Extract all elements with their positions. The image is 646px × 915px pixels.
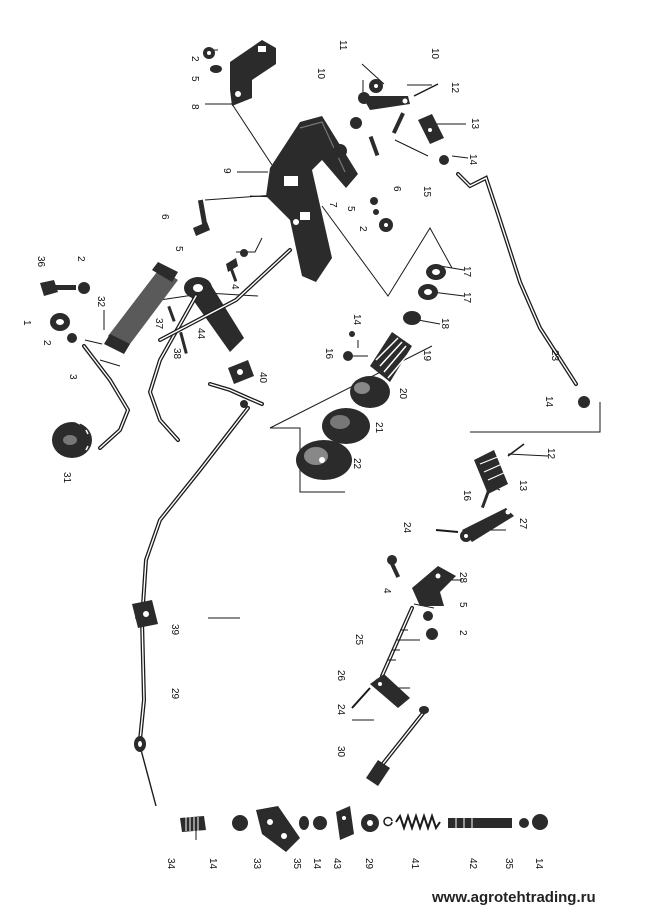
callout-label: 38 (171, 348, 182, 360)
callout-label: 34 (165, 858, 176, 870)
cable-rod-29 (132, 406, 250, 807)
callout-label: 2 (189, 56, 200, 62)
lever-cluster-top (333, 79, 449, 165)
callout-label: 5 (173, 246, 184, 252)
callout-label: 4 (229, 284, 240, 290)
callout-label: 14 (543, 396, 554, 408)
callout-label: 14 (207, 858, 218, 870)
callout-label: 3 (67, 374, 78, 380)
callout-label: 13 (469, 118, 480, 130)
callout-label: 14 (351, 314, 362, 326)
callout-label: 15 (421, 186, 432, 198)
callout-label: 14 (311, 858, 322, 870)
callout-label: 2 (357, 226, 368, 232)
callout-label: 8 (189, 104, 200, 110)
callout-label: 7 (327, 202, 338, 208)
callout-label: 25 (353, 634, 364, 646)
callout-label: 10 (429, 48, 440, 60)
left-lever-assembly (40, 248, 292, 458)
callout-label: 31 (61, 472, 72, 484)
callout-label: 10 (315, 68, 326, 80)
callout-label: 21 (373, 422, 384, 434)
callout-label: 1 (21, 320, 32, 326)
callout-label: 28 (457, 572, 468, 584)
callout-label: 32 (95, 296, 106, 308)
callout-label: 14 (467, 154, 478, 166)
bracket-assembly (193, 40, 393, 282)
callout-label: 4 (381, 588, 392, 594)
spring-stack (296, 264, 446, 480)
callout-label: 35 (503, 858, 514, 870)
callout-label: 9 (221, 168, 232, 174)
callout-label: 12 (545, 448, 556, 460)
callout-labels: 2 5 8 9 6 5 4 36 2 32 37 44 38 1 2 3 40 … (21, 40, 560, 870)
callout-label: 5 (457, 602, 468, 608)
middle-linkage-assembly (351, 443, 525, 786)
callout-label: 13 (517, 480, 528, 492)
callout-label: 19 (421, 350, 432, 362)
callout-label: 6 (159, 214, 170, 220)
callout-label: 5 (189, 76, 200, 82)
callout-label: 35 (291, 858, 302, 870)
callout-label: 33 (251, 858, 262, 870)
callout-label: 2 (41, 340, 52, 346)
callout-label: 27 (517, 518, 528, 530)
callout-label: 12 (449, 82, 460, 94)
callout-label: 30 (335, 746, 346, 758)
watermark-text: www.agrotehtrading.ru (431, 889, 596, 906)
callout-label: 24 (401, 522, 412, 534)
callout-label: 18 (439, 318, 450, 330)
callout-label: 5 (345, 206, 356, 212)
callout-label: 6 (391, 186, 402, 192)
callout-label: 43 (331, 858, 342, 870)
callout-label: 14 (533, 858, 544, 870)
callout-label: 39 (169, 624, 180, 636)
rod-23 (456, 172, 590, 408)
callout-label: 44 (195, 328, 206, 340)
callout-label: 16 (323, 348, 334, 360)
callout-label: 16 (461, 490, 472, 502)
callout-label: 17 (461, 292, 472, 304)
callout-label: 36 (35, 256, 46, 268)
callout-label: 22 (351, 458, 362, 470)
bottom-parts-row (180, 806, 548, 852)
callout-label: 37 (153, 318, 164, 330)
callout-label: 42 (467, 858, 478, 870)
callout-label: 29 (169, 688, 180, 700)
callout-label: 11 (337, 40, 348, 51)
callout-label: 40 (257, 372, 268, 384)
callout-label: 29 (363, 858, 374, 870)
callout-label: 2 (457, 630, 468, 636)
callout-label: 2 (75, 256, 86, 262)
callout-label: 17 (461, 266, 472, 278)
callout-label: 24 (335, 704, 346, 716)
callout-label: 20 (397, 388, 408, 400)
callout-label: 41 (409, 858, 420, 870)
callout-label: 23 (549, 350, 560, 362)
callout-label: 26 (335, 670, 346, 682)
